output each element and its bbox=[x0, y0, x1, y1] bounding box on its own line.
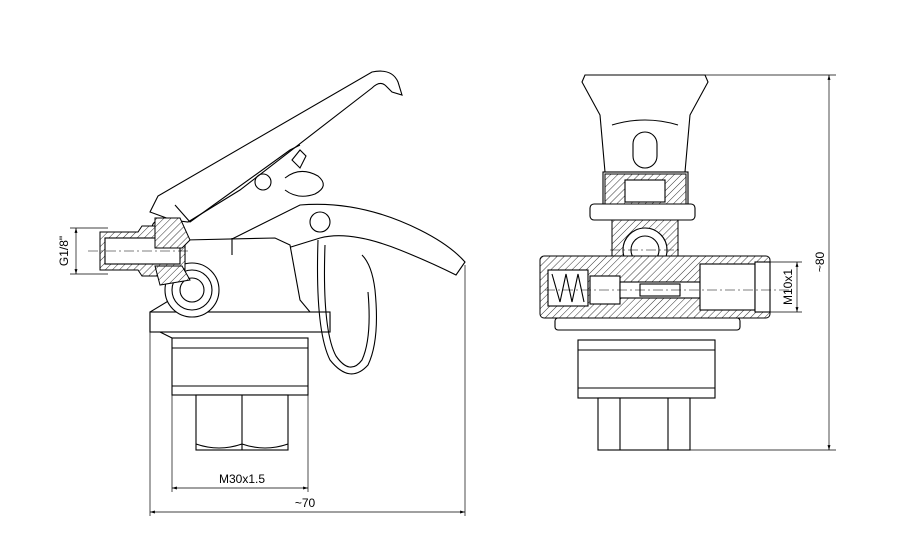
lever-paddle bbox=[581, 74, 709, 173]
dimension-m10: M10x1 bbox=[770, 261, 802, 313]
dimension-height: ~80 bbox=[690, 74, 836, 451]
safety-pin bbox=[291, 149, 307, 169]
height-label: ~80 bbox=[813, 251, 827, 272]
neck-nut-front bbox=[577, 339, 716, 399]
width-label: ~70 bbox=[295, 496, 316, 510]
lever bbox=[149, 70, 403, 223]
valve-body-section bbox=[539, 255, 790, 319]
front-view: M10x1 ~80 bbox=[539, 74, 836, 451]
dimension-width: ~70 bbox=[149, 265, 466, 516]
outlet-fitting bbox=[88, 217, 191, 286]
handle bbox=[228, 203, 466, 276]
port-thread-label: M10x1 bbox=[781, 269, 795, 305]
side-view: G1/8" M30x1.5 ~70 bbox=[57, 70, 466, 516]
seal-loop bbox=[316, 239, 377, 375]
outlet-thread-label: G1/8" bbox=[57, 236, 71, 266]
dimension-m30: M30x1.5 bbox=[171, 395, 309, 492]
neck-thread-label: M30x1.5 bbox=[219, 472, 265, 486]
dimension-g18: G1/8" bbox=[57, 227, 108, 275]
bottom-hex-front bbox=[597, 397, 691, 451]
